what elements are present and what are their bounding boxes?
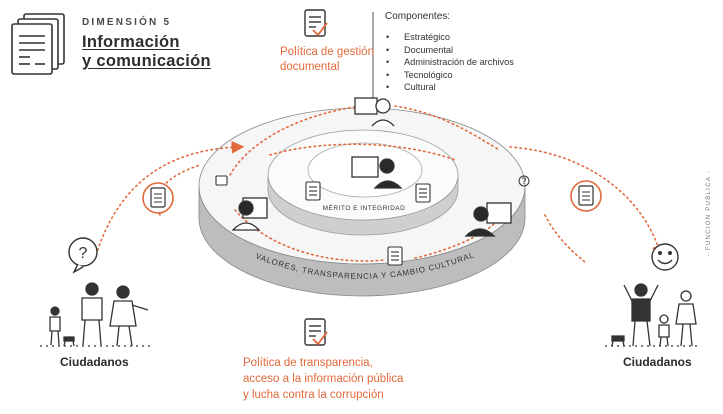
small-document-icon [215, 175, 431, 266]
component-item: Documental [386, 44, 514, 57]
dimension-label: DIMENSIÓN 5 [82, 17, 172, 28]
inner-ring-label: MÉRITO E INTEGRIDAD [323, 203, 406, 212]
policy-top-line1: Política de gestión [280, 46, 374, 58]
documents-icon [11, 13, 65, 75]
policy-bottom-line3: y lucha contra la corrupción [243, 389, 384, 401]
component-item: Administración de archivos [386, 56, 514, 69]
policy-top-line2: documental [280, 61, 340, 73]
worker-icon-left [231, 197, 268, 231]
citizens-label-right: Ciudadanos [623, 355, 692, 369]
policy-document-management: Política de gestión documental [280, 45, 390, 75]
component-item: Estratégico [386, 31, 514, 44]
citizens-group-left [40, 282, 150, 347]
document-circle-icon-right [570, 180, 602, 212]
citizens-group-right [605, 283, 700, 347]
document-circle-icon-left [142, 182, 174, 214]
citizens-label-left: Ciudadanos [60, 355, 129, 369]
document-check-icon-bottom [304, 318, 328, 346]
policy-bottom-line1: Política de transparencia, [243, 357, 373, 369]
document-check-icon [304, 9, 328, 37]
worker-icon-center [351, 156, 403, 189]
policy-bottom-line2: acceso a la información pública [243, 373, 404, 385]
inner-ring [267, 129, 459, 236]
components-title: Componentes: [385, 11, 451, 22]
flow-lines [95, 105, 665, 263]
policy-transparency: Política de transparencia, acceso a la i… [243, 355, 443, 403]
worker-icon-top [354, 97, 395, 127]
component-item: Tecnológico [386, 69, 514, 82]
small-question-icon: ? [521, 176, 526, 186]
component-item: Cultural [386, 81, 514, 94]
question-bubble-icon: ? [68, 237, 98, 274]
components-list: Estratégico Documental Administración de… [386, 31, 514, 94]
smiley-icon [651, 243, 679, 271]
worker-icon-right [464, 202, 512, 237]
svg-text:?: ? [79, 245, 88, 262]
side-watermark-text: - FUNCIÓN PÚBLICA - [706, 170, 712, 257]
page-title-line2: y comunicación [82, 52, 211, 70]
page-title-line1: Información [82, 33, 180, 51]
